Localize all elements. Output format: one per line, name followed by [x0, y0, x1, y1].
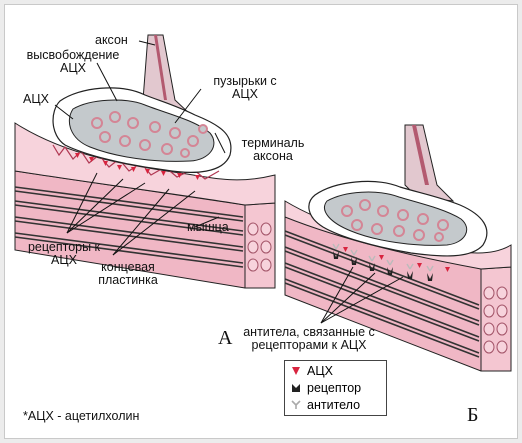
legend-label-ach: АЦХ — [307, 364, 333, 378]
label-muscle: мышца — [187, 221, 229, 234]
legend-item-ach: АЦХ — [291, 363, 333, 379]
label-ach-vesicles: пузырьки с АЦХ — [205, 75, 285, 101]
label-end-plate: концевая пластинка — [83, 261, 173, 287]
legend-label-antibody: антитело — [307, 398, 360, 412]
panel-label-b: Б — [467, 405, 478, 425]
label-ach-vesicles-line2: АЦХ — [205, 88, 285, 101]
legend-label-receptor: рецептор — [307, 381, 361, 395]
legend: АЦХ рецептор антитело — [284, 360, 387, 416]
label-ach-release: высвобождение АЦХ — [23, 49, 123, 75]
label-antibodies-line2: рецепторами к АЦХ — [231, 339, 387, 352]
footnote: *АЦХ - ацетилхолин — [23, 410, 139, 423]
legend-item-antibody: антитело — [291, 397, 360, 413]
label-end-plate-line2: пластинка — [83, 274, 173, 287]
label-axon: аксон — [95, 34, 128, 47]
figure-frame: аксон высвобождение АЦХ АЦХ пузырьки с А… — [4, 4, 518, 439]
legend-item-receptor: рецептор — [291, 380, 361, 396]
label-ach-release-line2: АЦХ — [23, 62, 123, 75]
label-ach: АЦХ — [23, 93, 49, 106]
antibody-icon — [291, 400, 301, 410]
ach-triangle-icon — [291, 366, 301, 376]
receptor-icon — [291, 383, 301, 393]
label-axon-terminal: терминаль аксона — [233, 137, 313, 163]
label-axon-terminal-line2: аксона — [233, 150, 313, 163]
label-antibodies: антитела, связанные с рецепторами к АЦХ — [231, 326, 387, 352]
